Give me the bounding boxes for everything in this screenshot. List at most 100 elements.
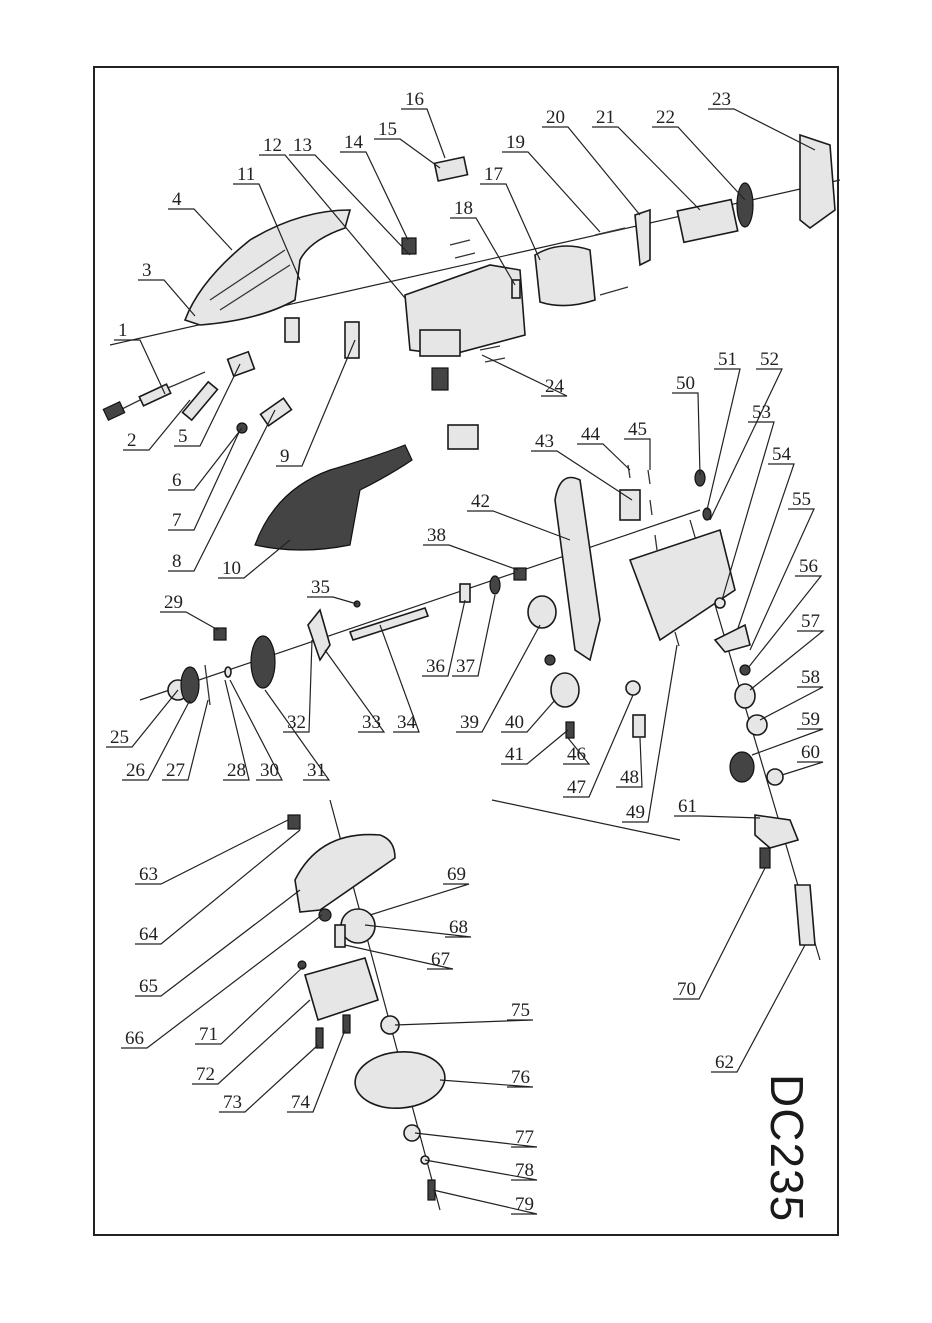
brush-icon xyxy=(402,238,416,254)
part-label-79: 79 xyxy=(515,1194,534,1215)
part-label-75: 75 xyxy=(511,1000,530,1021)
part-label-76: 76 xyxy=(511,1067,530,1088)
leader-line-53 xyxy=(722,422,774,600)
part-label-64: 64 xyxy=(139,924,159,945)
part-label-44: 44 xyxy=(581,424,601,445)
leader-line-65 xyxy=(135,890,300,996)
part-label-60: 60 xyxy=(801,742,820,763)
part-label-56: 56 xyxy=(799,556,818,577)
part-label-65: 65 xyxy=(139,976,158,997)
wheel-icon xyxy=(528,596,556,628)
part-label-28: 28 xyxy=(227,760,246,781)
leader-line-15 xyxy=(374,139,440,168)
bolt-icon xyxy=(760,848,770,868)
leader-line-54 xyxy=(738,464,794,628)
part-label-68: 68 xyxy=(449,917,468,938)
cutting-disc-icon xyxy=(353,1048,448,1112)
knob-icon xyxy=(288,815,300,829)
part-label-45: 45 xyxy=(628,419,647,440)
clamp-lever-icon xyxy=(335,925,345,947)
part-label-51: 51 xyxy=(718,349,737,370)
part-label-37: 37 xyxy=(456,656,475,677)
leader-line-17 xyxy=(480,184,540,260)
part-label-27: 27 xyxy=(166,760,185,781)
part-label-41: 41 xyxy=(505,744,524,765)
part-label-70: 70 xyxy=(677,979,696,1000)
handle-cover-icon xyxy=(185,210,350,325)
part-label-25: 25 xyxy=(110,727,129,748)
gear-housing-icon xyxy=(630,530,735,640)
leader-line-69 xyxy=(370,884,469,915)
trigger-icon xyxy=(285,318,299,342)
part-label-16: 16 xyxy=(405,89,424,110)
part-label-38: 38 xyxy=(427,525,446,546)
part-label-72: 72 xyxy=(196,1064,215,1085)
bolt-icon xyxy=(633,715,645,737)
bearing-icon xyxy=(490,576,500,594)
part-label-73: 73 xyxy=(223,1092,242,1113)
lower-assembly-axis xyxy=(492,800,680,840)
part-label-11: 11 xyxy=(237,164,255,185)
leader-line-60 xyxy=(782,762,823,775)
leader-line-23 xyxy=(708,109,815,150)
leader-line-29 xyxy=(160,612,218,630)
nut-icon xyxy=(545,655,555,665)
part-label-78: 78 xyxy=(515,1160,534,1181)
model-code: DC235 xyxy=(760,1074,814,1222)
carry-handle-icon xyxy=(555,478,600,661)
gear-icon xyxy=(730,752,754,782)
switch-icon xyxy=(261,398,292,426)
wheel-icon xyxy=(551,673,579,707)
washer-icon xyxy=(205,665,210,705)
part-label-21: 21 xyxy=(596,107,615,128)
brush-holder-icon xyxy=(420,330,460,356)
part-label-34: 34 xyxy=(397,712,417,733)
leader-line-20 xyxy=(542,127,640,215)
part-label-1: 1 xyxy=(118,320,128,341)
part-label-49: 49 xyxy=(626,802,645,823)
spacer-icon xyxy=(460,584,470,602)
end-cap-icon xyxy=(800,135,835,228)
leader-line-42 xyxy=(467,511,570,540)
part-label-39: 39 xyxy=(460,712,479,733)
leader-line-16 xyxy=(401,109,445,158)
gear-icon xyxy=(251,636,275,688)
leader-line-50 xyxy=(672,393,700,475)
cover-plate-icon xyxy=(434,157,467,181)
leader-line-14 xyxy=(340,152,408,240)
nut-icon xyxy=(214,628,226,640)
leader-line-4 xyxy=(168,209,232,250)
spindle-icon xyxy=(350,608,428,640)
washer-icon xyxy=(626,681,640,695)
part-label-63: 63 xyxy=(139,864,158,885)
leader-line-22 xyxy=(652,127,745,200)
part-label-77: 77 xyxy=(515,1127,534,1148)
carry-handle-icon xyxy=(255,445,412,550)
part-label-42: 42 xyxy=(471,491,490,512)
leader-line-21 xyxy=(592,127,700,210)
part-label-33: 33 xyxy=(362,712,381,733)
part-label-53: 53 xyxy=(752,402,771,423)
part-label-19: 19 xyxy=(506,132,525,153)
part-label-46: 46 xyxy=(567,744,586,765)
part-label-74: 74 xyxy=(291,1092,311,1113)
baffle-icon xyxy=(635,210,650,265)
cord-clamp-icon xyxy=(228,352,255,376)
trigger-spring-icon xyxy=(345,322,359,358)
part-label-2: 2 xyxy=(127,430,137,451)
output-spindle-icon xyxy=(795,885,815,945)
base-plate-icon xyxy=(305,958,378,1020)
part-label-12: 12 xyxy=(263,135,282,156)
bolt-icon xyxy=(316,1028,323,1048)
part-label-52: 52 xyxy=(760,349,779,370)
part-label-43: 43 xyxy=(535,431,554,452)
gear-housing-icon xyxy=(755,815,798,848)
lock-plate-icon xyxy=(715,625,750,652)
part-label-8: 8 xyxy=(172,551,182,572)
part-label-7: 7 xyxy=(172,510,182,531)
part-label-58: 58 xyxy=(801,667,820,688)
blade-guard-icon xyxy=(295,835,395,912)
part-label-20: 20 xyxy=(546,107,565,128)
part-label-29: 29 xyxy=(164,592,183,613)
